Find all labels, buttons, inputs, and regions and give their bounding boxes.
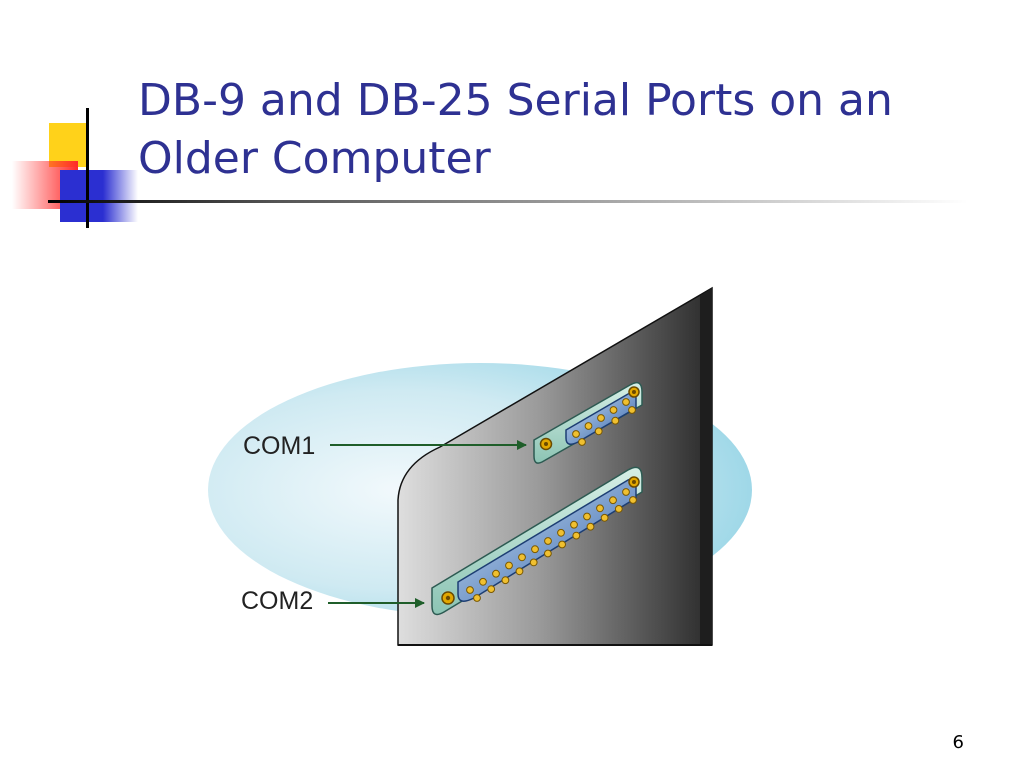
computer-back-panel [397, 286, 713, 646]
connector-pin [622, 488, 630, 496]
connector-pin [492, 569, 500, 578]
logo-vertical-line [86, 108, 89, 228]
connector-pin [584, 422, 593, 430]
slide-title: DB-9 and DB-25 Serial Ports on an Older … [138, 75, 893, 184]
connector-pin [479, 577, 487, 586]
connector-pin [572, 430, 580, 438]
page-number: 6 [952, 732, 964, 753]
connector-pin [501, 576, 510, 585]
connector-pin [614, 505, 623, 513]
com1-label: COM1 [243, 432, 315, 460]
connector-pin [609, 406, 618, 414]
connector-pin [583, 512, 591, 521]
connector-pin [570, 520, 578, 529]
connector-pin [515, 567, 524, 576]
connector-pin [622, 398, 630, 406]
connector-pin [544, 549, 552, 558]
title-underline [48, 200, 968, 203]
logo-blue-square [60, 170, 138, 222]
com2-label: COM2 [241, 587, 313, 615]
connector-pin [629, 496, 637, 504]
connector-pin [518, 553, 526, 562]
connector-pin [558, 540, 566, 549]
connector-pin [473, 594, 481, 602]
connector-pin [531, 545, 539, 554]
connector-pin [600, 513, 609, 522]
connector-pin [597, 414, 605, 422]
connector-pin [544, 537, 552, 545]
connector-pin [557, 528, 565, 537]
connector-pin [586, 522, 595, 531]
connector-pin [572, 531, 581, 540]
connector-pin [487, 585, 496, 593]
connector-pin [628, 406, 636, 414]
connector-pin [466, 586, 474, 594]
connector-pin [594, 427, 603, 436]
connector-pin [596, 504, 604, 513]
logo-yellow-square [49, 123, 87, 167]
connector-pin [505, 561, 513, 570]
db9-port-icon [533, 381, 643, 464]
connector-pin [529, 558, 538, 567]
connector-pin [609, 496, 617, 505]
connector-pin [611, 416, 620, 425]
db25-port-icon [431, 466, 643, 616]
connector-pin [578, 438, 586, 446]
